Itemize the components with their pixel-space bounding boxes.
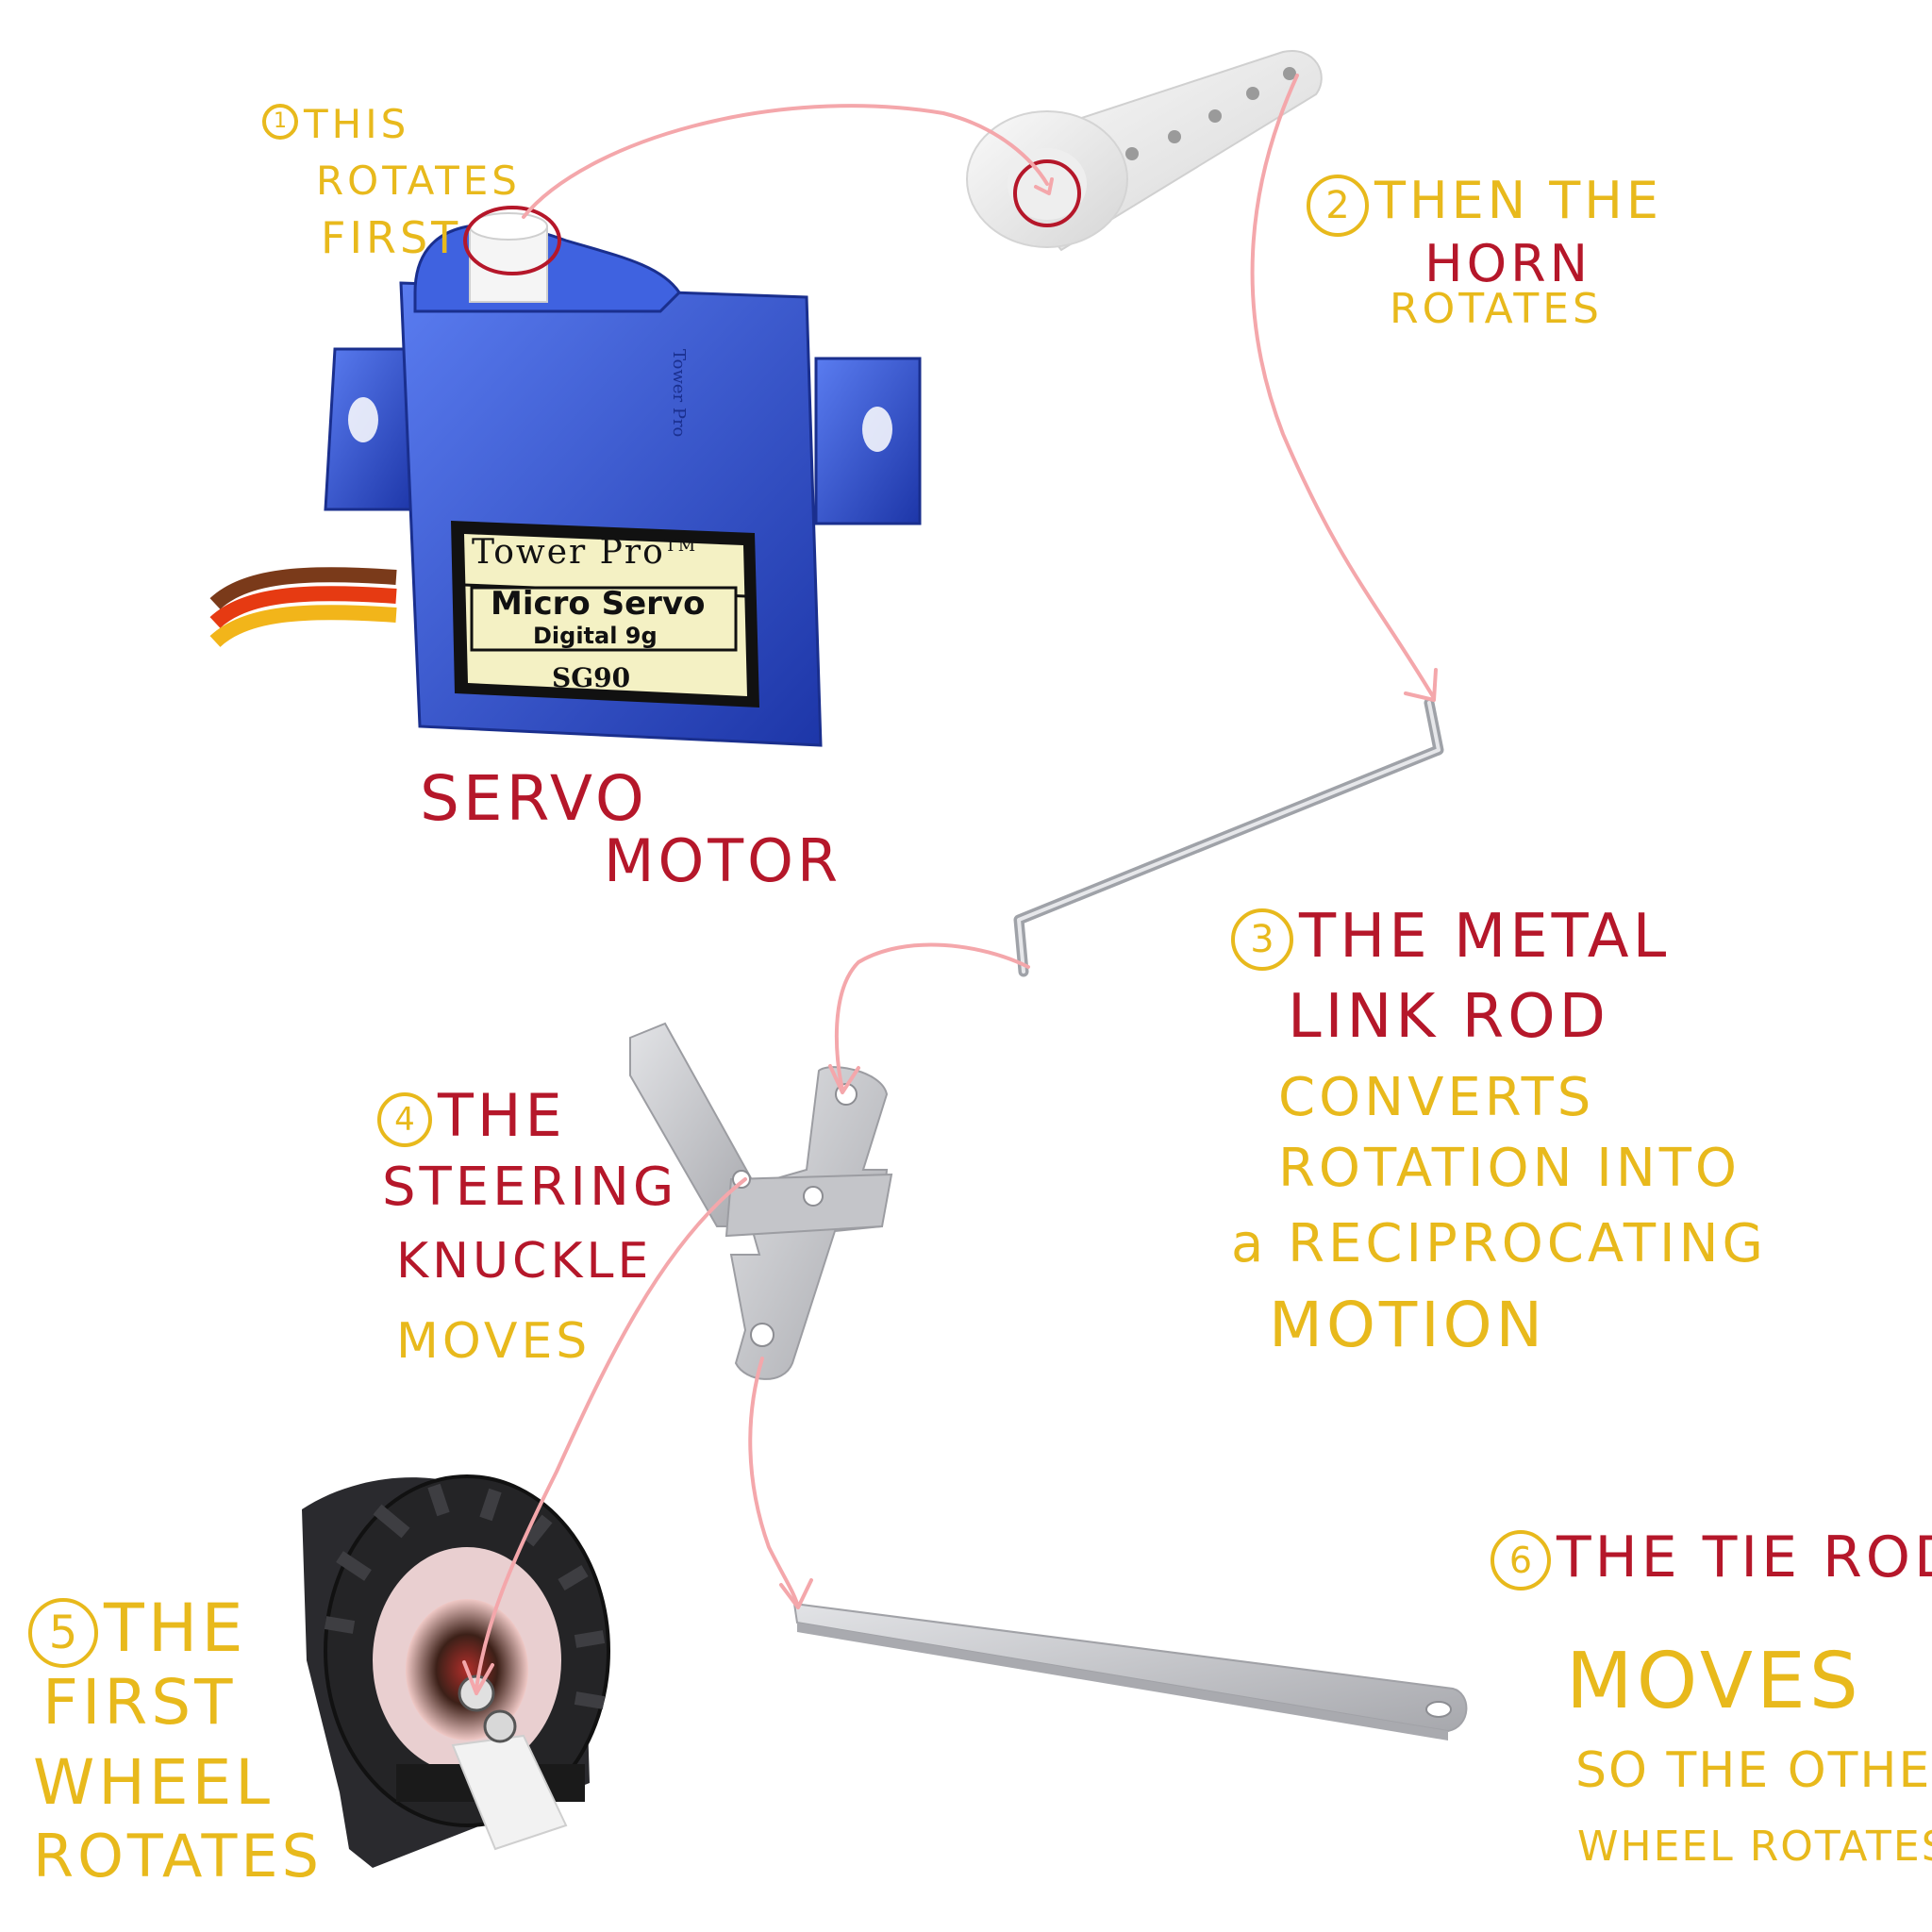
step3-line1: THE METAL bbox=[1299, 902, 1670, 972]
step3-label: 3THE METAL bbox=[1231, 906, 1670, 971]
step1-label: 1THIS bbox=[262, 104, 409, 145]
step6-line1: THE TIE ROD bbox=[1557, 1524, 1932, 1591]
servo-code-text: SG90 bbox=[552, 662, 630, 693]
step5-line2: FIRST bbox=[42, 1670, 237, 1735]
step3-line2: LINK ROD bbox=[1288, 986, 1609, 1049]
step5-line1: THE bbox=[104, 1590, 247, 1667]
arrow-4-to-6 bbox=[750, 1358, 797, 1604]
arrow-2-to-3 bbox=[1253, 75, 1434, 698]
step1-line3: FIRST bbox=[321, 215, 461, 260]
step6-line4: WHEEL ROTATES bbox=[1577, 1825, 1932, 1869]
arrow-1-to-2 bbox=[524, 106, 1047, 217]
step3-number: 3 bbox=[1231, 908, 1293, 971]
step2-label: 2THEN THE bbox=[1307, 175, 1662, 237]
step2-number: 2 bbox=[1307, 175, 1369, 237]
servo-motor-line2: MOTOR bbox=[604, 830, 841, 891]
step6-line3: SO THE OTHER bbox=[1575, 1745, 1932, 1797]
servo-brand-text: Tower ProTM bbox=[472, 533, 697, 572]
step1-line2: ROTATES bbox=[316, 160, 521, 202]
step1-number: 1 bbox=[262, 104, 298, 140]
wheel-icon bbox=[302, 1476, 608, 1868]
servo-wires bbox=[215, 575, 396, 641]
arrow-3-to-4 bbox=[837, 944, 1028, 1090]
step1-line1: THIS bbox=[304, 101, 409, 147]
step5-line3: WHEEL bbox=[33, 1750, 274, 1815]
step5-number: 5 bbox=[28, 1598, 98, 1668]
servo-side-text: Tower Pro bbox=[669, 349, 689, 437]
servo-type-text: Digital 9g bbox=[533, 623, 658, 649]
step2-line1: THEN THE bbox=[1374, 171, 1662, 230]
step3-line5: a RECIPROCATING bbox=[1231, 1217, 1767, 1273]
step4-line3: KNUCKLE bbox=[396, 1236, 652, 1288]
step5-line4: ROTATES bbox=[33, 1825, 323, 1887]
servo-tm: TM bbox=[665, 536, 697, 556]
servo-motor-line1: SERVO bbox=[420, 766, 648, 831]
step5-label: 5THE bbox=[28, 1594, 247, 1668]
servo-model-text: Micro Servo bbox=[491, 585, 705, 623]
step6-line2: MOVES bbox=[1566, 1641, 1862, 1723]
step3-line4: ROTATION INTO bbox=[1278, 1141, 1740, 1197]
step6-number: 6 bbox=[1491, 1530, 1551, 1591]
step4-line1: THE bbox=[438, 1081, 566, 1150]
step3-line3: CONVERTS bbox=[1278, 1071, 1594, 1126]
step2-line3: ROTATES bbox=[1390, 288, 1603, 331]
step4-label: 4THE bbox=[377, 1085, 566, 1147]
step4-number: 4 bbox=[377, 1092, 432, 1147]
step3-line6: MOTION bbox=[1269, 1292, 1546, 1357]
step4-line2: STEERING bbox=[382, 1160, 677, 1216]
step4-line4: MOVES bbox=[396, 1316, 591, 1368]
step2-line2: HORN bbox=[1424, 238, 1591, 291]
step6-label: 6THE TIE ROD bbox=[1491, 1528, 1932, 1591]
servo-brand: Tower Pro bbox=[472, 533, 665, 572]
tie-rod-icon bbox=[794, 1604, 1466, 1740]
